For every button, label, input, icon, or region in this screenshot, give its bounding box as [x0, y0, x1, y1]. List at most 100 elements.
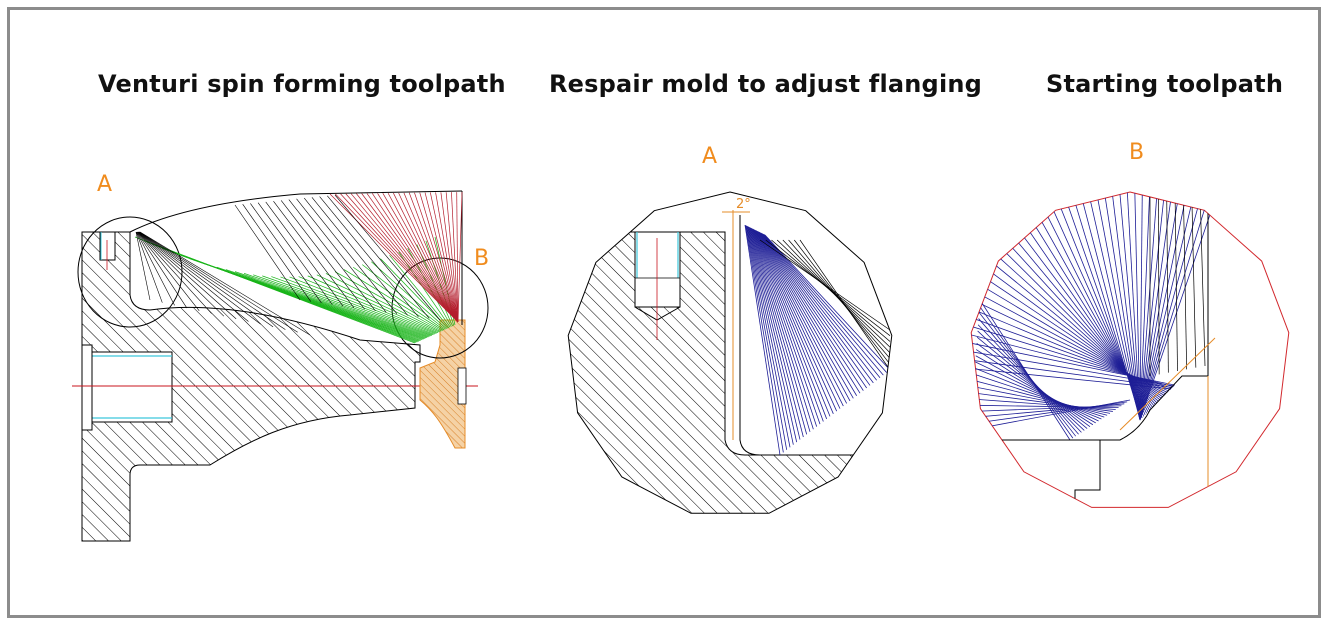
toolpath-line — [754, 229, 834, 414]
toolpath-line — [976, 336, 1088, 429]
toolpath-line — [356, 193, 459, 323]
toolpath-line — [451, 192, 459, 323]
toolpath-line — [1139, 192, 1217, 421]
toolpath-line — [974, 367, 1102, 420]
toolpath-black-fan — [135, 194, 441, 336]
toolpath-line — [1139, 192, 1199, 421]
marker-a-main: A — [97, 172, 113, 197]
detail-a-mold-section — [568, 231, 892, 514]
toolpath-line — [419, 192, 459, 323]
toolpath-line — [1139, 192, 1162, 421]
toolpath-line — [1124, 192, 1141, 421]
toolpath-line — [207, 264, 425, 339]
toolpath-green-fan — [134, 236, 456, 344]
marker-b-detail: B — [1129, 140, 1145, 165]
toolpath-line — [138, 231, 274, 328]
toolpath-line — [389, 255, 450, 328]
toolpath-line — [135, 231, 151, 301]
toolpath-line — [280, 200, 365, 310]
detail-b-boundary — [970, 191, 1290, 508]
venturi-title: Venturi spin forming toolpath — [98, 70, 506, 98]
toolpath-line — [1191, 192, 1197, 368]
toolpath-line — [242, 204, 312, 302]
toolpath-line — [257, 202, 333, 305]
toolpath-line — [280, 276, 435, 335]
toolpath-line — [760, 232, 867, 389]
toolpath-line — [362, 264, 446, 330]
toolpath-line — [744, 224, 781, 456]
toolpath-line — [1166, 192, 1169, 373]
toolpath-line — [1133, 192, 1141, 421]
toolpath-line — [978, 318, 1079, 435]
toolpath-line — [327, 195, 430, 319]
toolpath-line — [1064, 192, 1142, 420]
toolpath-line — [139, 231, 311, 336]
toolpath-line — [984, 244, 1159, 402]
toolpath-line — [971, 399, 1131, 431]
toolpath-line — [753, 229, 831, 417]
toolpath-line — [976, 343, 1091, 427]
toolpath-line — [762, 233, 877, 381]
toolpath-line — [757, 231, 851, 402]
toolpath-line — [756, 230, 844, 407]
toolpath-line — [234, 204, 301, 301]
toolpath-line — [761, 232, 871, 386]
repair-title: Respair mold to adjust flanging — [549, 70, 983, 98]
toolpath-line — [435, 192, 459, 323]
toolpath-line — [973, 386, 1111, 414]
toolpath-line — [136, 231, 188, 309]
toolpath-line — [382, 193, 459, 323]
toolpath-line — [745, 225, 784, 453]
toolpath-line — [1089, 192, 1141, 421]
toolpath-line — [751, 228, 818, 427]
toolpath-line — [750, 227, 811, 432]
toolpath-line — [1139, 192, 1208, 421]
toolpath-line — [746, 225, 791, 448]
detail-b-drawing — [970, 191, 1290, 508]
toolpath-line — [995, 229, 1156, 405]
toolpath-line — [225, 269, 428, 338]
toolpath-line — [319, 196, 419, 318]
toolpath-line — [316, 274, 440, 333]
toolpath-line — [973, 380, 1108, 416]
toolpath-line — [753, 229, 828, 420]
toolpath-line — [457, 191, 463, 323]
toolpath-line — [747, 226, 794, 445]
toolpath-line — [1174, 192, 1178, 372]
toolpath-line — [1098, 192, 1141, 421]
toolpath-line — [788, 239, 891, 359]
toolpath-line — [748, 226, 801, 440]
toolpath-line — [371, 261, 447, 330]
toolpath-line — [137, 231, 237, 320]
toolpath-line — [335, 193, 459, 323]
toolpath-line — [1115, 192, 1141, 421]
toolpath-line — [1139, 192, 1144, 421]
toolpath-line — [1081, 192, 1141, 421]
toolpath-line — [761, 233, 874, 384]
toolpath-line — [763, 234, 884, 376]
toolpath-line — [253, 274, 431, 337]
toolpath-line — [456, 192, 459, 323]
toolpath-red-fan — [329, 191, 463, 323]
toolpath-line — [1139, 192, 1190, 421]
toolpath-line — [243, 273, 430, 337]
toolpath-line — [750, 227, 814, 430]
toolpath-line — [398, 192, 459, 323]
toolpath-line — [380, 258, 448, 329]
toolpath-line — [265, 201, 344, 307]
toolpath-line — [403, 192, 459, 323]
toolpath-line — [794, 239, 891, 365]
toolpath-line — [139, 231, 298, 333]
toolpath-line — [1139, 192, 1226, 421]
toolpath-line — [234, 271, 429, 338]
toolpath-line — [139, 231, 286, 330]
toolpath-line — [250, 203, 322, 304]
venturi-drawing — [72, 190, 489, 542]
toolpath-line — [762, 233, 881, 378]
toolpath-line — [366, 193, 459, 323]
toolpath-line — [757, 231, 854, 399]
toolpath-line — [408, 192, 459, 323]
angle-label: 2° — [736, 197, 751, 212]
marker-a-detail: A — [702, 144, 718, 169]
